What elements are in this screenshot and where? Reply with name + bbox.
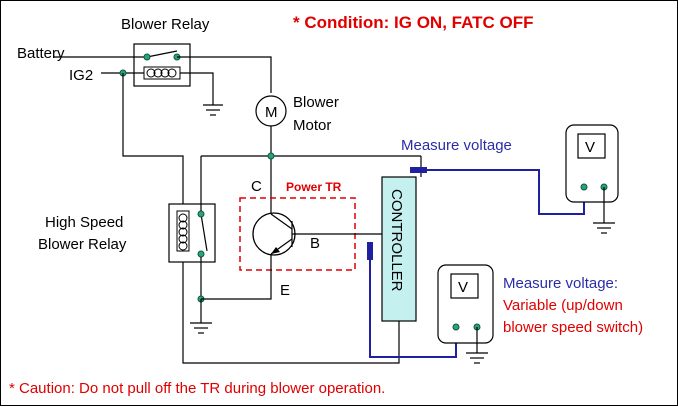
relay-coil-icon (176, 210, 190, 252)
motor-icon: M (255, 95, 287, 127)
meter-symbol-1: V (585, 139, 595, 156)
probe-tip-1 (410, 167, 427, 173)
ground-icon (190, 322, 212, 334)
relay-to-motor-wire (177, 56, 272, 93)
blower-relay-label: Blower Relay (121, 16, 210, 33)
controller: CONTROLLER (381, 176, 417, 322)
relay-node (143, 53, 151, 61)
high-speed-label-line2: Blower Relay (38, 236, 127, 253)
measure-voltage-label-2: Measure voltage: (503, 275, 618, 292)
battery-label: Battery (17, 45, 65, 62)
blower-relay-switch (146, 50, 178, 58)
blower-relay-box (133, 43, 191, 87)
motor-label: Motor (293, 117, 331, 134)
power-tr-label: Power TR (286, 180, 342, 194)
blower-label: Blower (293, 94, 339, 111)
ig2-feed-wire (122, 73, 184, 206)
high-speed-blower-relay (168, 203, 216, 263)
meter-terminal (580, 183, 588, 191)
npn-transistor-icon (252, 212, 296, 256)
pin-e-label: E (280, 282, 290, 299)
hs-relay-node (197, 210, 205, 218)
ground-return-wire (182, 262, 400, 364)
voltmeter-icon: V (437, 264, 494, 344)
hs-relay-switch (200, 213, 208, 252)
ground-icon (593, 222, 615, 234)
ground-icon (203, 104, 223, 116)
variable-label-line1: Variable (up/down (503, 297, 623, 314)
emitter-wire (201, 254, 272, 300)
high-speed-label-line1: High Speed (45, 214, 123, 231)
controller-label: CONTROLLER (388, 189, 405, 292)
hs-relay-node (197, 250, 205, 258)
blower-relay (133, 43, 191, 87)
pin-c-label: C (251, 178, 262, 195)
ground-icon (466, 352, 488, 364)
measure-voltage-label-1: Measure voltage (401, 137, 512, 154)
caution-note: * Caution: Do not pull off the TR during… (9, 380, 385, 397)
ig2-label: IG2 (69, 67, 93, 84)
coil-ground-wire (180, 72, 214, 105)
motor-symbol: M (265, 104, 278, 121)
meter-terminal (452, 323, 460, 331)
variable-label-line2: blower speed switch) (503, 319, 643, 336)
measure-wire-1 (427, 169, 585, 215)
meter-symbol-2: V (458, 279, 468, 296)
motor-node (267, 152, 275, 160)
condition-note: * Condition: IG ON, FATC OFF (293, 13, 533, 32)
voltmeter-icon: V (565, 124, 619, 203)
pin-b-label: B (310, 235, 320, 252)
probe-tip-2 (367, 242, 373, 260)
